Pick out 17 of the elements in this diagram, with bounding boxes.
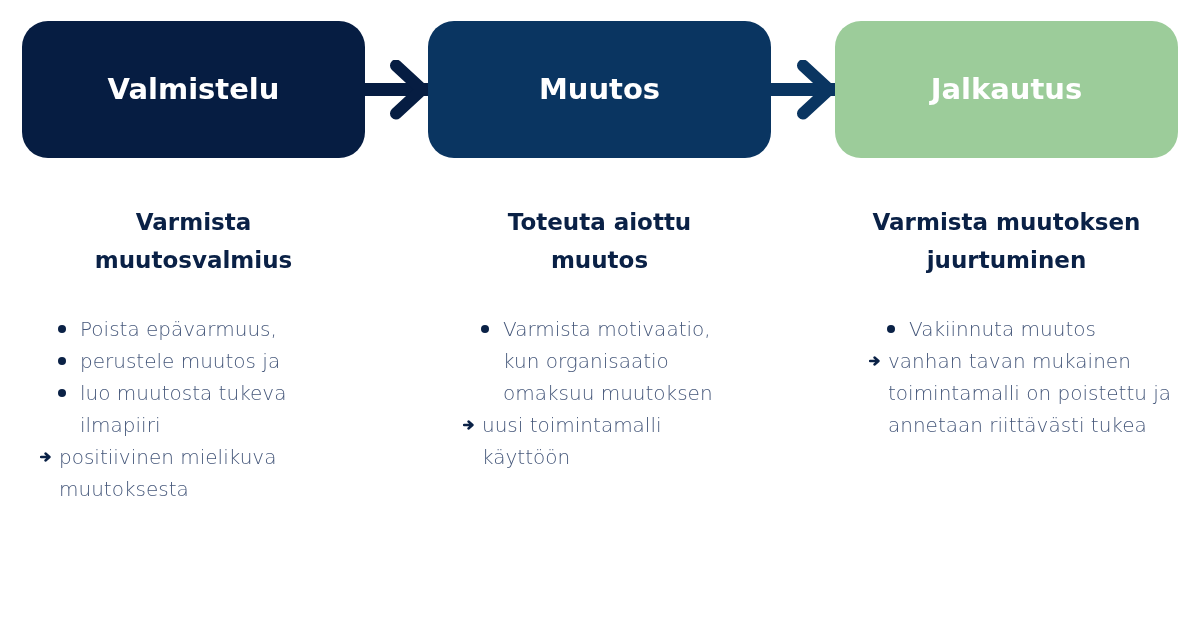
process-box: [428, 21, 771, 158]
bullet-text: Poista epävarmuus,: [80, 316, 278, 343]
result-text: positiivinen mielikuva muutoksesta: [59, 444, 278, 503]
process-box: [22, 21, 365, 158]
process-box: [835, 21, 1178, 158]
column-heading: Varmista muutosvalmius: [93, 208, 294, 275]
result-text: uusi toimintamalli käyttöön: [482, 412, 663, 471]
bullet-text: perustele muutos ja: [80, 348, 282, 375]
bullet-text: Vakiinnuta muutos: [909, 316, 1097, 343]
column-heading: Varmista muutoksen juurtuminen: [871, 208, 1142, 275]
arrow: [771, 59, 835, 120]
step-title: Jalkautus: [930, 72, 1083, 107]
column-heading: Toteuta aiottu muutos: [506, 208, 693, 275]
result-text: vanhan tavan mukainen toimintamalli on poistettu ja annetaan riittävästi tukea: [888, 348, 1173, 439]
step-title: Muutos: [538, 72, 661, 107]
arrow: [365, 59, 428, 120]
step-title: Valmistelu: [107, 72, 280, 107]
